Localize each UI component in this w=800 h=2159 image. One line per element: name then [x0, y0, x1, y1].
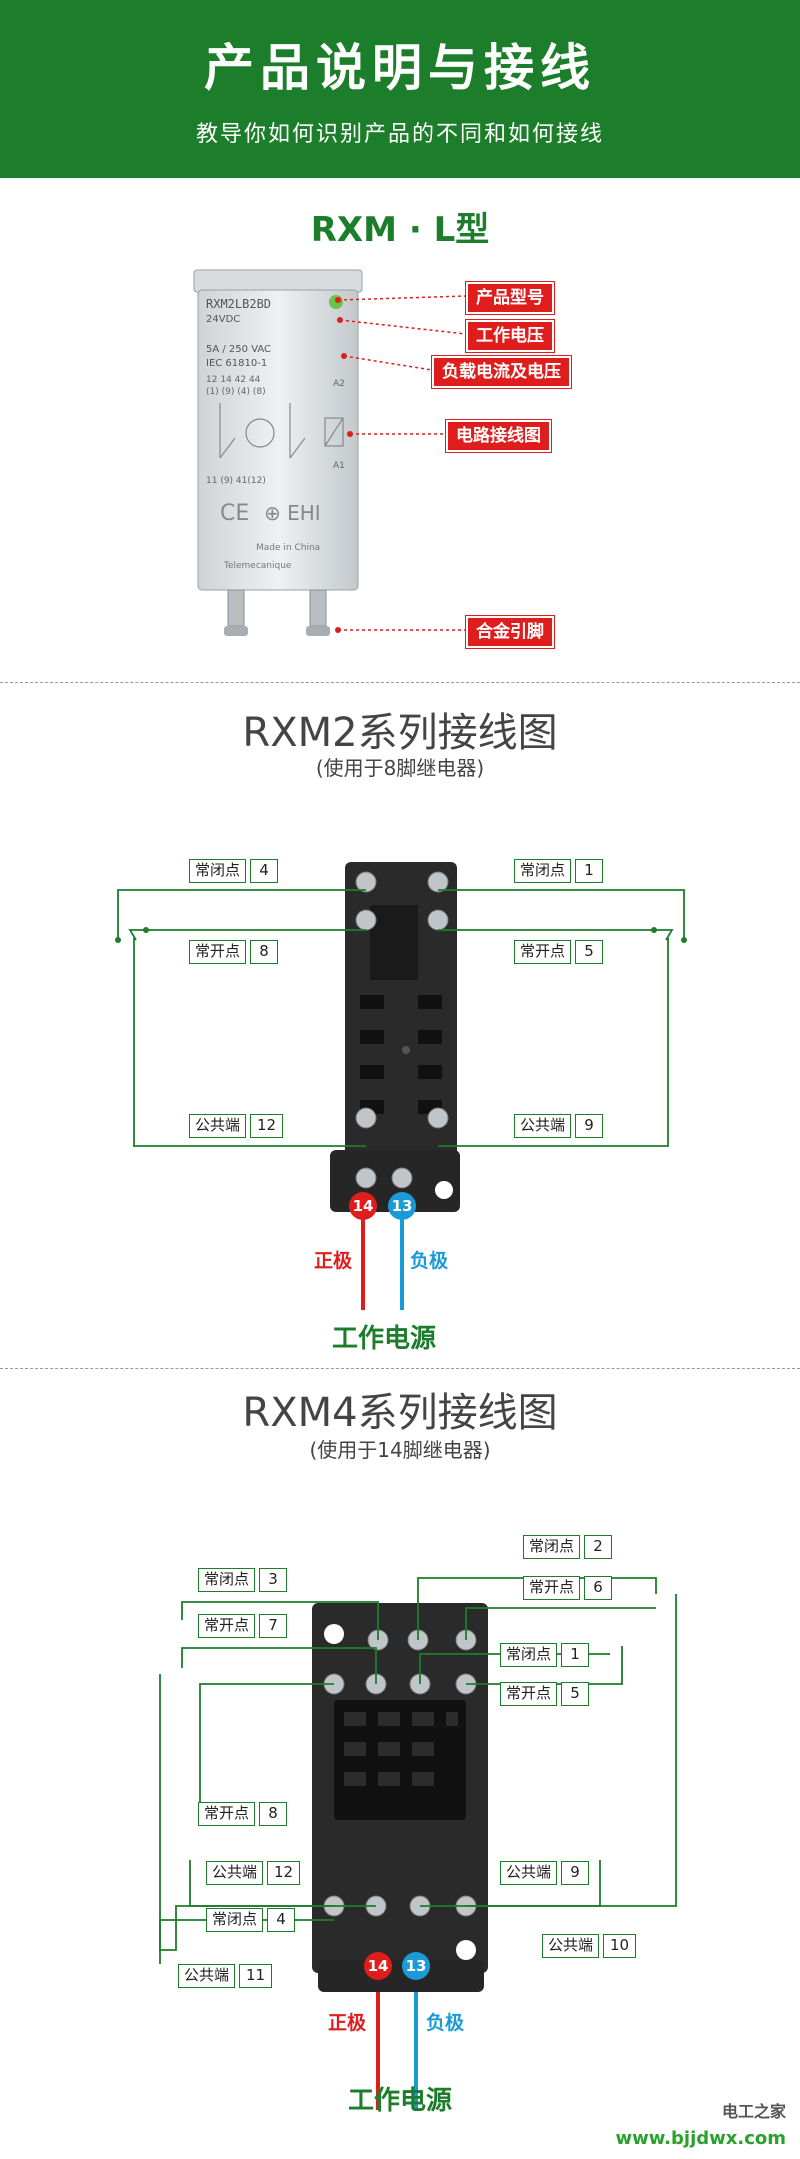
svg-text:24VDC: 24VDC: [206, 314, 240, 325]
rxm2-title: RXM2系列接线图: [242, 710, 558, 756]
svg-text:(1) (9) (4) (8): (1) (9) (4) (8): [206, 387, 266, 397]
svg-text:A1: A1: [333, 461, 345, 471]
rxm2-pin-13: 13: [388, 1192, 416, 1220]
rxm4-negative-label: 负极: [426, 2012, 465, 2034]
tag-load-current-voltage: 负载电流及电压: [432, 356, 571, 388]
tag-alloy-pins: 合金引脚: [466, 616, 554, 648]
svg-text:Made in China: Made in China: [256, 543, 320, 553]
tag-circuit-diagram: 电路接线图: [446, 420, 551, 452]
page-title: 产品说明与接线: [204, 39, 596, 97]
page-subtitle: 教导你如何识别产品的不同和如何接线: [195, 122, 604, 147]
svg-text:12 14 42 44: 12 14 42 44: [206, 375, 261, 385]
rxm4-subtitle: (使用于14脚继电器): [309, 1438, 491, 1462]
svg-text:CE: CE: [220, 501, 249, 526]
tag-working-voltage: 工作电压: [466, 320, 554, 352]
tag-product-model: 产品型号: [466, 282, 554, 314]
svg-text:A2: A2: [333, 379, 345, 389]
rxm4-power-label: 工作电源: [347, 2086, 452, 2116]
rxm4-pin-13: 13: [402, 1952, 430, 1980]
divider-1: [0, 682, 800, 683]
svg-text:5A / 250 VAC: 5A / 250 VAC: [206, 344, 271, 355]
photo-model-text: RXM2LB2BD: [206, 297, 271, 311]
rxm4-pin-14: 14: [364, 1952, 392, 1980]
rxm2-pin-14: 14: [349, 1192, 377, 1220]
watermark-brand: 电工之家: [721, 2102, 786, 2121]
rxm2-power-label: 工作电源: [331, 1324, 436, 1354]
rxm2-positive-label: 正极: [314, 1250, 353, 1272]
svg-text:11 (9) 41(12): 11 (9) 41(12): [206, 476, 266, 486]
svg-text:Telemecanique: Telemecanique: [223, 561, 292, 571]
rxm2-negative-label: 负极: [410, 1250, 449, 1272]
watermark-url: www.bjjdwx.com: [615, 2128, 786, 2149]
divider-2: [0, 1368, 800, 1369]
product-type-title: RXM · L型: [310, 210, 490, 250]
header-banner: 产品说明与接线 教导你如何识别产品的不同和如何接线: [0, 0, 800, 178]
relay-photo: RXM2LB2BD 24VDC 5A / 250 VAC IEC 61810-1…: [193, 269, 363, 636]
svg-text:IEC 61810-1: IEC 61810-1: [206, 358, 267, 369]
rxm4-positive-label: 正极: [328, 2012, 367, 2034]
svg-text:⊕ EHI: ⊕ EHI: [264, 501, 321, 525]
rxm2-subtitle: (使用于8脚继电器): [315, 756, 485, 780]
rxm4-title: RXM4系列接线图: [242, 1390, 558, 1436]
